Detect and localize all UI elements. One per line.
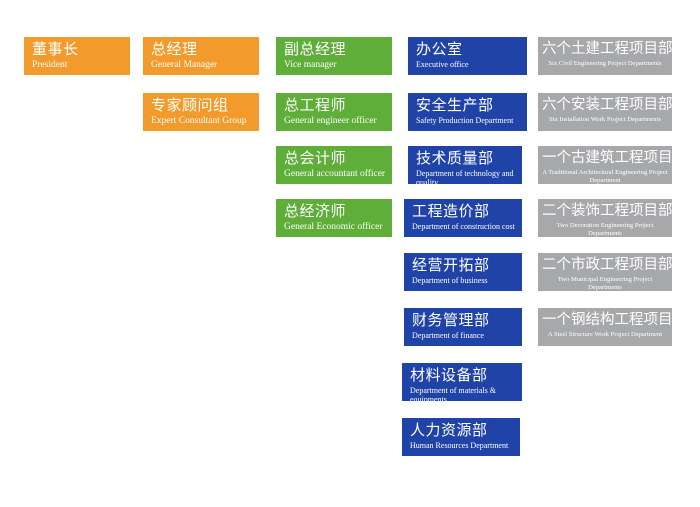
project-municipal-engineering-title: 二个市政工程项目部 — [542, 257, 672, 273]
president-title-en: President — [32, 60, 68, 70]
dept-business-title-en: Department of business — [412, 276, 488, 285]
dept-materials-equipment-title: 材料设备部 — [410, 366, 488, 384]
project-civil-engineering: 六个土建工程项目部 Six Civil Engineering Project … — [538, 37, 672, 75]
project-municipal-engineering: 二个市政工程项目部 Two Municipal Engineering Proj… — [538, 253, 672, 291]
dept-executive-office-title: 办公室 — [416, 40, 463, 58]
vice-manager-title: 副总经理 — [284, 40, 347, 58]
president-box: 董事长 President — [24, 37, 130, 75]
chief-accountant-title: 总会计师 — [284, 149, 347, 167]
project-steel-structure-title-en: A Steel Structure Work Project Departmen… — [547, 331, 663, 338]
project-installation-work-title: 六个安装工程项目部 — [542, 97, 672, 113]
general-manager-title: 总经理 — [151, 40, 198, 58]
expert-group-box: 专家顾问组 Expert Consultant Group — [143, 93, 259, 131]
dept-human-resources-title: 人力资源部 — [410, 421, 488, 439]
dept-executive-office-title-en: Executive office — [416, 60, 469, 69]
chief-economist-title-en: General Economic officer — [284, 222, 383, 232]
project-steel-structure-title: 一个钢结构工程项目部 — [542, 312, 672, 328]
project-installation-work-title-en: Six Installation Work Project Department… — [549, 116, 661, 123]
general-manager-box: 总经理 General Manager — [143, 37, 259, 75]
dept-safety-production-title: 安全生产部 — [416, 96, 494, 114]
project-decoration-engineering-title-en: Two Decoration Engineering Project Depar… — [556, 222, 654, 237]
project-decoration-engineering-title: 二个装饰工程项目部 — [542, 203, 672, 219]
dept-human-resources-title-en: Human Resources Department — [410, 441, 509, 450]
chief-accountant-title-en: General accountant officer — [284, 169, 386, 179]
dept-finance-title: 财务管理部 — [412, 311, 490, 329]
project-decoration-engineering: 二个装饰工程项目部 Two Decoration Engineering Pro… — [538, 199, 672, 237]
dept-construction-cost-title-en: Department of construction cost — [412, 222, 515, 231]
project-municipal-engineering-title-en: Two Municipal Engineering Project Depart… — [557, 276, 653, 291]
vice-manager-title-en: Vice manager — [284, 60, 337, 70]
project-traditional-architecture-title-en: A Traditional Architectural Engineering … — [542, 169, 668, 184]
dept-materials-equipment-title-en: Department of materials & equipments — [410, 386, 496, 401]
dept-technology-quality-title: 技术质量部 — [416, 149, 494, 167]
dept-business-title: 经营开拓部 — [412, 256, 490, 274]
chief-engineer-title-en: General engineer officer — [284, 116, 377, 126]
dept-construction-cost-title: 工程造价部 — [412, 202, 490, 220]
project-civil-engineering-title: 六个土建工程项目部 — [542, 41, 672, 57]
project-steel-structure: 一个钢结构工程项目部 A Steel Structure Work Projec… — [538, 308, 672, 346]
dept-technology-quality-title-en: Department of technology and quality — [416, 169, 514, 184]
dept-safety-production-title-en: Safety Production Department — [416, 116, 514, 125]
project-installation-work: 六个安装工程项目部 Six Installation Work Project … — [538, 93, 672, 131]
project-civil-engineering-title-en: Six Civil Engineering Project Department… — [548, 60, 662, 67]
dept-executive-office: 办公室 Executive office — [408, 37, 527, 75]
project-traditional-architecture-title: 一个古建筑工程项目部 — [542, 150, 672, 166]
dept-safety-production: 安全生产部 Safety Production Department — [408, 93, 527, 131]
expert-group-title-en: Expert Consultant Group — [151, 116, 247, 126]
general-manager-title-en: General Manager — [151, 60, 218, 70]
vice-manager-box: 副总经理 Vice manager — [276, 37, 392, 75]
dept-construction-cost: 工程造价部 Department of construction cost — [404, 199, 522, 237]
chief-engineer-box: 总工程师 General engineer officer — [276, 93, 392, 131]
dept-materials-equipment: 材料设备部 Department of materials & equipmen… — [402, 363, 522, 401]
dept-business: 经营开拓部 Department of business — [404, 253, 522, 291]
dept-technology-quality: 技术质量部 Department of technology and quali… — [408, 146, 522, 184]
dept-finance-title-en: Department of finance — [412, 331, 484, 340]
expert-group-title: 专家顾问组 — [151, 96, 229, 114]
dept-human-resources: 人力资源部 Human Resources Department — [402, 418, 520, 456]
chief-economist-title: 总经济师 — [284, 202, 347, 220]
project-traditional-architecture: 一个古建筑工程项目部 A Traditional Architectural E… — [538, 146, 672, 184]
president-title: 董事长 — [32, 40, 79, 58]
chief-accountant-box: 总会计师 General accountant officer — [276, 146, 392, 184]
chief-engineer-title: 总工程师 — [284, 96, 347, 114]
chief-economist-box: 总经济师 General Economic officer — [276, 199, 392, 237]
dept-finance: 财务管理部 Department of finance — [404, 308, 522, 346]
